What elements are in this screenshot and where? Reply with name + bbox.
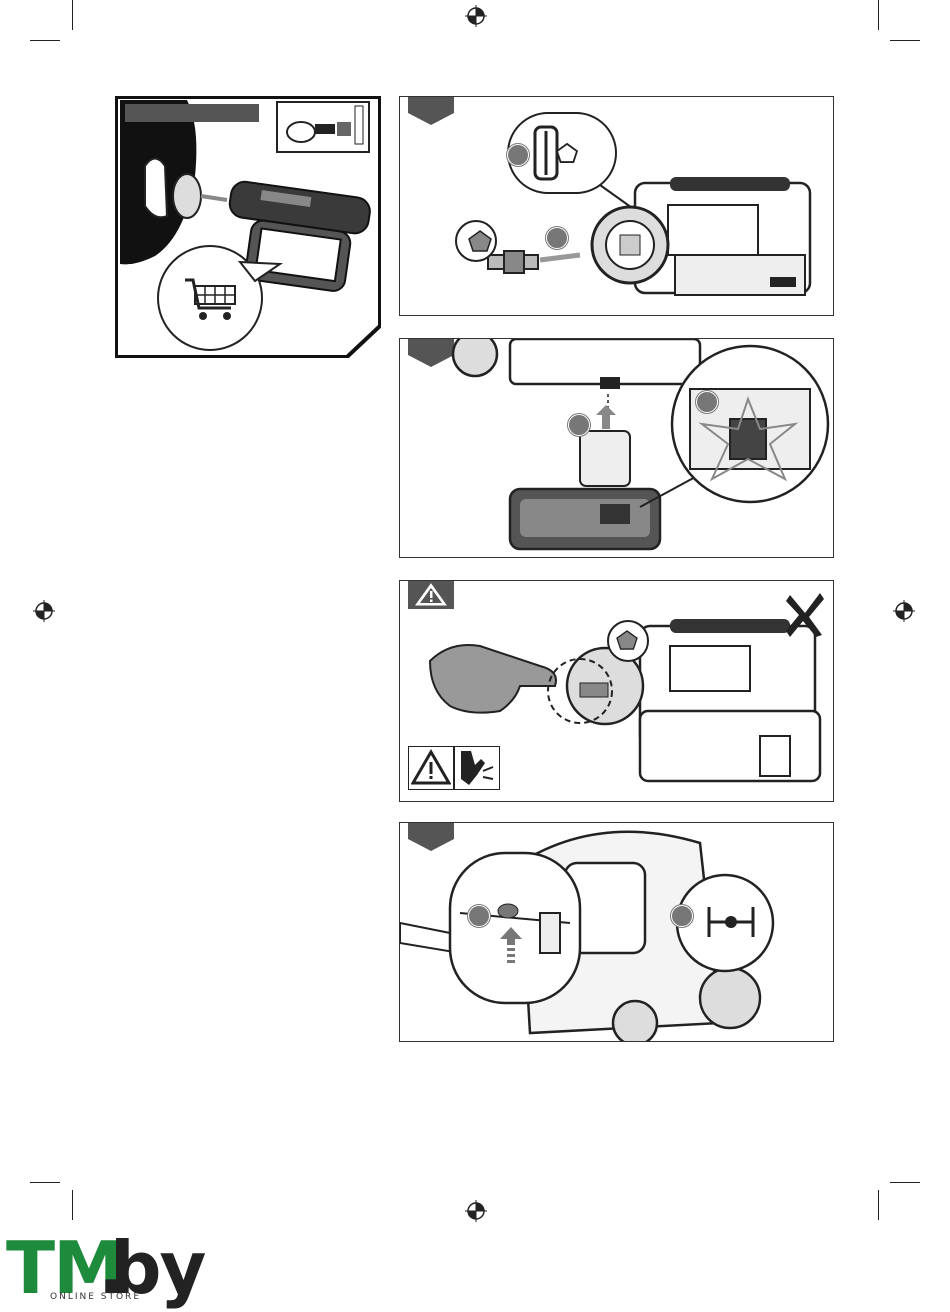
pentagon-icon	[556, 143, 578, 163]
hazard-icons	[408, 746, 500, 790]
crop-mark	[72, 1190, 73, 1220]
step-marker	[507, 144, 529, 166]
registration-mark-icon	[893, 600, 915, 622]
pentagon-icon	[468, 230, 492, 252]
crop-mark	[30, 40, 60, 41]
step-marker	[546, 227, 568, 249]
panel-4	[399, 822, 834, 1042]
pentagon-icon	[616, 630, 638, 650]
warning-triangle-icon	[411, 749, 451, 787]
step-tab	[408, 338, 454, 367]
step-marker	[696, 391, 718, 413]
shopping-cart-icon	[183, 276, 239, 324]
crop-mark	[890, 1182, 920, 1183]
registration-mark-icon	[465, 5, 487, 27]
crop-mark	[878, 1190, 879, 1220]
panel-2	[399, 338, 834, 558]
arrow-up-icon	[596, 405, 616, 429]
cross-mark-icon	[784, 591, 826, 639]
panel-3	[399, 580, 834, 802]
registration-mark-icon	[465, 1200, 487, 1222]
brand-logo: TM . by ONLINE STORE	[6, 1232, 206, 1312]
registration-mark-icon	[33, 600, 55, 622]
level-indicator-icon	[706, 905, 756, 939]
step-marker	[568, 414, 590, 436]
hand-pinch-hazard-icon	[457, 749, 497, 787]
accessory-panel	[115, 96, 381, 358]
crop-mark	[72, 0, 73, 30]
arrow-up-icon	[500, 927, 522, 967]
crop-mark	[890, 40, 920, 41]
crop-mark	[30, 1182, 60, 1183]
step-marker	[671, 905, 693, 927]
step-marker	[468, 905, 490, 927]
crop-mark	[878, 0, 879, 30]
logo-tagline: ONLINE STORE	[50, 1292, 141, 1302]
panel-1	[399, 96, 834, 316]
